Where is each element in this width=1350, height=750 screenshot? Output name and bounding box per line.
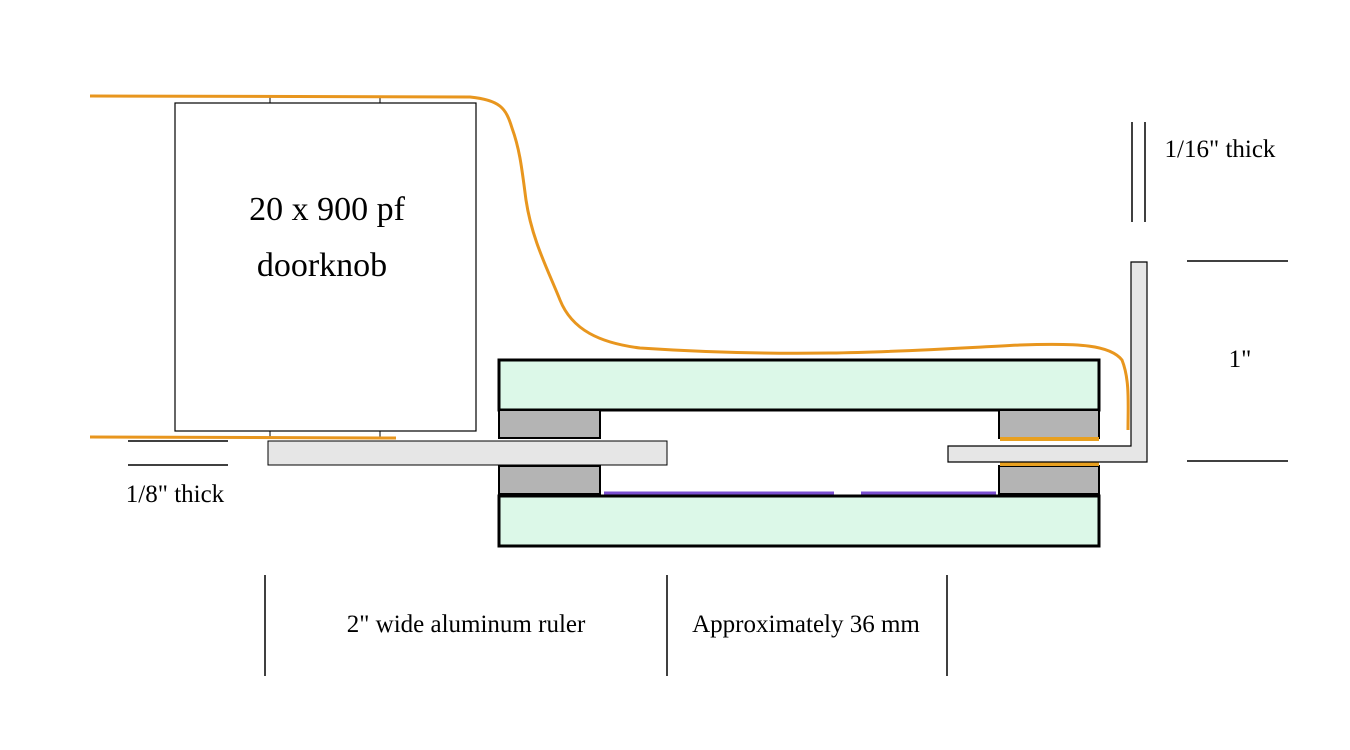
right-angle-electrode [947,261,1148,463]
spacer-left-lower [498,465,601,495]
lower-thickness-label: 1/8" thick [126,481,225,508]
upper-thickness-label: 1/16" thick [1165,136,1276,163]
spacer-right-lower [998,465,1100,495]
bottom-plate [497,494,1101,548]
height-label: 1" [1229,346,1252,373]
gap-width-label: Approximately 36 mm [692,611,920,638]
top-wire [89,94,1130,431]
insulation-top [1000,437,1099,441]
spacer-right-upper [998,409,1100,439]
capacitor-label-line1: 20 x 900 pf [249,191,406,228]
doorknob-capacitor [174,102,477,432]
insulation-bottom [1000,462,1099,466]
bottom-wire [89,435,397,440]
top-plate [497,358,1101,412]
aluminum-ruler [267,440,668,466]
spacer-left-upper [498,409,601,439]
ruler-width-label: 2" wide aluminum ruler [347,611,586,638]
capacitor-label-line2: doorknob [257,247,387,284]
